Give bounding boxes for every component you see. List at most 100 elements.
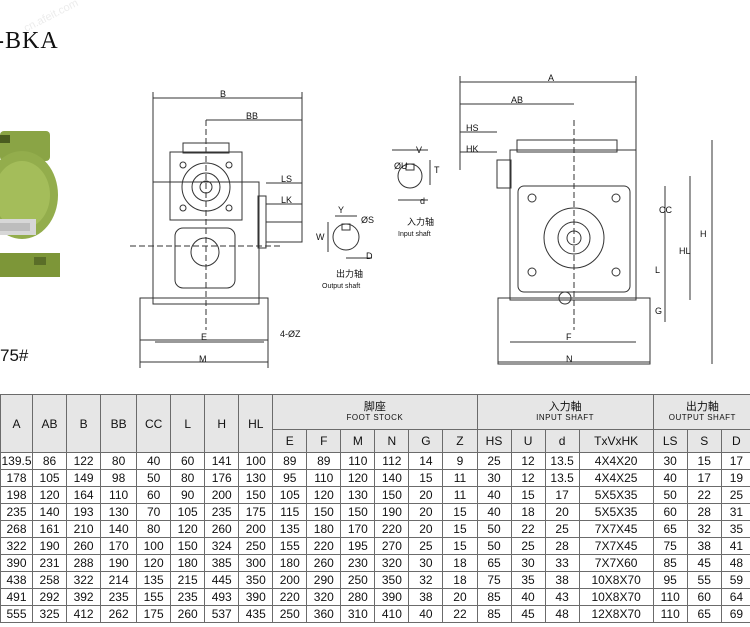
table-cell: 385	[204, 554, 240, 572]
table-cell: 30	[476, 469, 512, 487]
table-cell: 100	[136, 537, 172, 555]
table-cell: 14	[408, 452, 444, 470]
table-cell: 180	[170, 554, 206, 572]
table-cell: 80	[136, 520, 172, 538]
output-shaft-cn: 出力轴	[336, 269, 364, 279]
column-header: BB	[100, 394, 138, 453]
table-cell: 320	[374, 554, 410, 572]
table-cell: 64	[720, 588, 750, 606]
dim-label-hl: HL	[679, 246, 691, 256]
table-cell: 200	[204, 486, 240, 504]
table-cell: 25	[544, 520, 580, 538]
table-cell: 250	[238, 537, 274, 555]
table-cell: 270	[374, 537, 410, 555]
table-cell: 250	[272, 605, 308, 623]
table-cell: 25	[510, 537, 546, 555]
table-cell: 13.5	[544, 452, 580, 470]
table-cell: 170	[340, 520, 376, 538]
table-cell: 15	[408, 469, 444, 487]
dim-label-y: Y	[338, 205, 345, 215]
dim-label-s: ØS	[361, 215, 375, 225]
table-cell: 60	[170, 452, 206, 470]
input-shaft-group-header: 入力軸 INPUT SHAFT	[476, 394, 654, 430]
table-cell: 491	[0, 588, 34, 606]
table-cell: 60	[686, 588, 722, 606]
table-cell: 50	[476, 520, 512, 538]
table-cell: 60	[136, 486, 172, 504]
table-cell: 48	[544, 605, 580, 623]
header-row-columns: E F M N G Z HS U d TxVxHK LS S D	[1, 429, 750, 453]
table-cell: 435	[238, 605, 274, 623]
table-cell: 89	[272, 452, 308, 470]
dim-label-g: G	[655, 306, 663, 316]
table-cell: 537	[204, 605, 240, 623]
column-header: S	[686, 429, 722, 453]
table-cell: 175	[238, 503, 274, 521]
dim-label-n: N	[566, 354, 573, 364]
column-header: AB	[32, 394, 68, 453]
table-cell: 390	[238, 588, 274, 606]
table-cell: 7X7X45	[578, 520, 654, 538]
dim-label-e: E	[201, 332, 208, 342]
model-title: -BKA	[0, 28, 59, 54]
table-cell: 231	[32, 554, 68, 572]
table-cell: 17	[544, 486, 580, 504]
table-cell: 65	[686, 605, 722, 623]
input-shaft-group-en: INPUT SHAFT	[536, 413, 594, 422]
table-cell: 190	[100, 554, 138, 572]
table-cell: 220	[374, 520, 410, 538]
table-cell: 150	[374, 486, 410, 504]
table-cell: 150	[170, 537, 206, 555]
table-cell: 288	[66, 554, 102, 572]
table-cell: 38	[686, 537, 722, 555]
table-cell: 149	[66, 469, 102, 487]
table-cell: 18	[510, 503, 546, 521]
table-cell: 150	[306, 503, 342, 521]
table-cell: 15	[686, 452, 722, 470]
table-cell: 214	[100, 571, 138, 589]
column-header: TxVxHK	[578, 429, 654, 453]
column-header: HL	[238, 394, 274, 453]
table-cell: 120	[136, 554, 172, 572]
foot-stock-en: FOOT STOCK	[346, 413, 404, 422]
table-cell: 105	[170, 503, 206, 521]
table-cell: 35	[720, 520, 750, 538]
table-cell: 250	[340, 571, 376, 589]
table-cell: 12	[510, 452, 546, 470]
table-cell: 4X4X25	[578, 469, 654, 487]
table-cell: 170	[100, 537, 138, 555]
column-header: F	[306, 429, 342, 453]
table-cell: 45	[510, 605, 546, 623]
table-cell: 38	[408, 588, 444, 606]
input-shaft-cn: 入力轴	[407, 217, 435, 227]
table-cell: 438	[0, 571, 34, 589]
foot-stock-group-header: 脚座 FOOT STOCK	[272, 394, 478, 430]
column-header: N	[374, 429, 410, 453]
table-cell: 141	[204, 452, 240, 470]
table-cell: 105	[32, 469, 68, 487]
table-cell: 30	[510, 554, 546, 572]
column-header: D	[720, 429, 750, 453]
table-cell: 324	[204, 537, 240, 555]
table-cell: 260	[170, 605, 206, 623]
dim-label-d-out: D	[366, 251, 373, 261]
table-cell: 5X5X35	[578, 486, 654, 504]
table-cell: 69	[720, 605, 750, 623]
table-cell: 260	[306, 554, 342, 572]
table-cell: 130	[238, 469, 274, 487]
dim-label-u: ØU	[394, 161, 408, 171]
gearbox-photo	[0, 131, 60, 277]
table-cell: 150	[238, 486, 274, 504]
table-cell: 18	[442, 554, 478, 572]
table-cell: 75	[652, 537, 688, 555]
table-cell: 15	[442, 520, 478, 538]
table-cell: 85	[476, 588, 512, 606]
table-cell: 65	[476, 554, 512, 572]
dim-label-bb: BB	[246, 111, 259, 121]
table-cell: 9	[442, 452, 478, 470]
table-cell: 178	[0, 469, 34, 487]
table-cell: 12	[510, 469, 546, 487]
table-cell: 390	[374, 588, 410, 606]
